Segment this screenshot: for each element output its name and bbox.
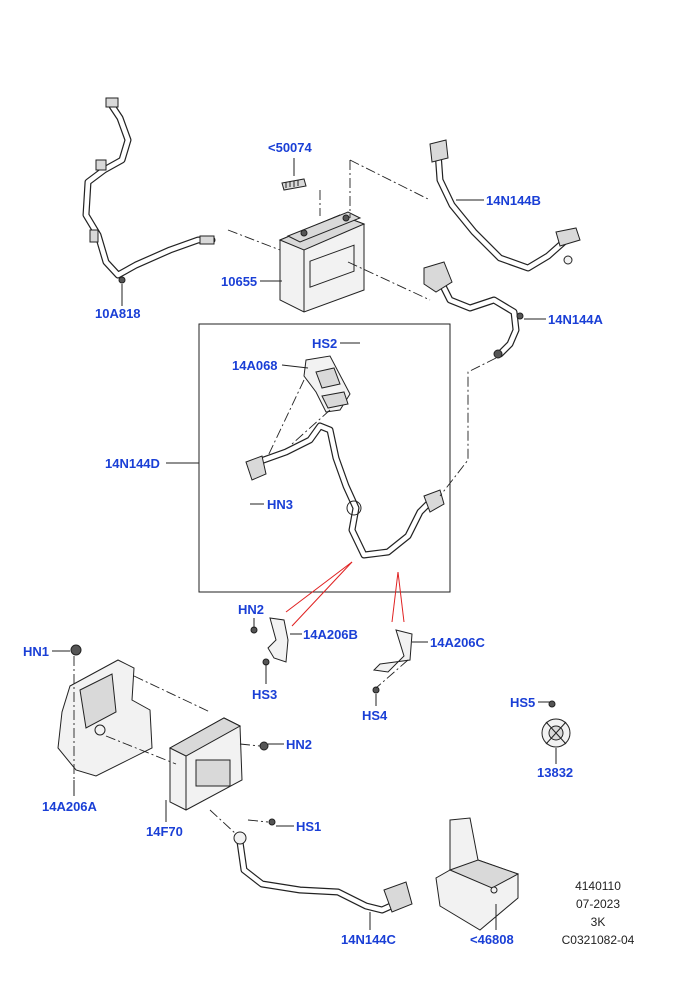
part-14N144D-harness[interactable] xyxy=(245,422,445,559)
label-10655[interactable]: 10655 xyxy=(221,274,257,289)
red-leaders xyxy=(285,561,405,627)
label-50074[interactable]: <50074 xyxy=(268,140,313,155)
label-13832[interactable]: 13832 xyxy=(537,765,573,780)
part-14N144B-cable[interactable] xyxy=(429,139,581,272)
label-14N144C[interactable]: 14N144C xyxy=(341,932,397,947)
part-14N144C-cable[interactable] xyxy=(233,818,413,914)
label-HN3[interactable]: HN3 xyxy=(267,497,293,512)
part-46808-tray[interactable] xyxy=(435,817,520,931)
part-10A818-harness[interactable] xyxy=(82,97,216,284)
part-14A206A-bracket[interactable] xyxy=(57,644,153,777)
part-13832[interactable] xyxy=(541,700,571,748)
info-ref: 4140110 xyxy=(575,879,621,893)
label-HS5[interactable]: HS5 xyxy=(510,695,535,710)
label-14A206C[interactable]: 14A206C xyxy=(430,635,486,650)
label-14A068[interactable]: 14A068 xyxy=(232,358,278,373)
part-14N144A-cable[interactable] xyxy=(423,261,524,359)
part-10655-battery[interactable] xyxy=(278,211,366,313)
label-HN2-lower[interactable]: HN2 xyxy=(286,737,312,752)
label-HS4[interactable]: HS4 xyxy=(362,708,388,723)
label-leaders xyxy=(52,158,557,930)
part-50074-cover[interactable] xyxy=(281,178,307,191)
label-14A206B[interactable]: 14A206B xyxy=(303,627,358,642)
part-14F70-module[interactable] xyxy=(168,717,269,811)
info-rev: 3K xyxy=(591,915,606,929)
label-HS1[interactable]: HS1 xyxy=(296,819,321,834)
label-HN2-upper[interactable]: HN2 xyxy=(238,602,264,617)
part-14A206C-bracket[interactable] xyxy=(372,629,413,694)
part-labels: <50074 14N144B 10655 10A818 14N144A HS2 … xyxy=(23,140,604,947)
label-10A818[interactable]: 10A818 xyxy=(95,306,141,321)
label-HS3[interactable]: HS3 xyxy=(252,687,277,702)
label-46808[interactable]: <46808 xyxy=(470,932,514,947)
part-14A206B-bracket[interactable] xyxy=(250,617,289,666)
info-date: 07-2023 xyxy=(576,897,620,911)
label-14N144A[interactable]: 14N144A xyxy=(548,312,604,327)
label-HN1[interactable]: HN1 xyxy=(23,644,49,659)
info-block: 4140110 07-2023 3K C0321082-04 xyxy=(562,879,635,947)
part-14A068[interactable] xyxy=(303,355,351,413)
label-14F70[interactable]: 14F70 xyxy=(146,824,183,839)
label-HS2[interactable]: HS2 xyxy=(312,336,337,351)
label-14A206A[interactable]: 14A206A xyxy=(42,799,98,814)
label-14N144D[interactable]: 14N144D xyxy=(105,456,160,471)
label-14N144B[interactable]: 14N144B xyxy=(486,193,541,208)
info-code: C0321082-04 xyxy=(562,933,635,947)
dashed-connectors xyxy=(73,159,497,835)
